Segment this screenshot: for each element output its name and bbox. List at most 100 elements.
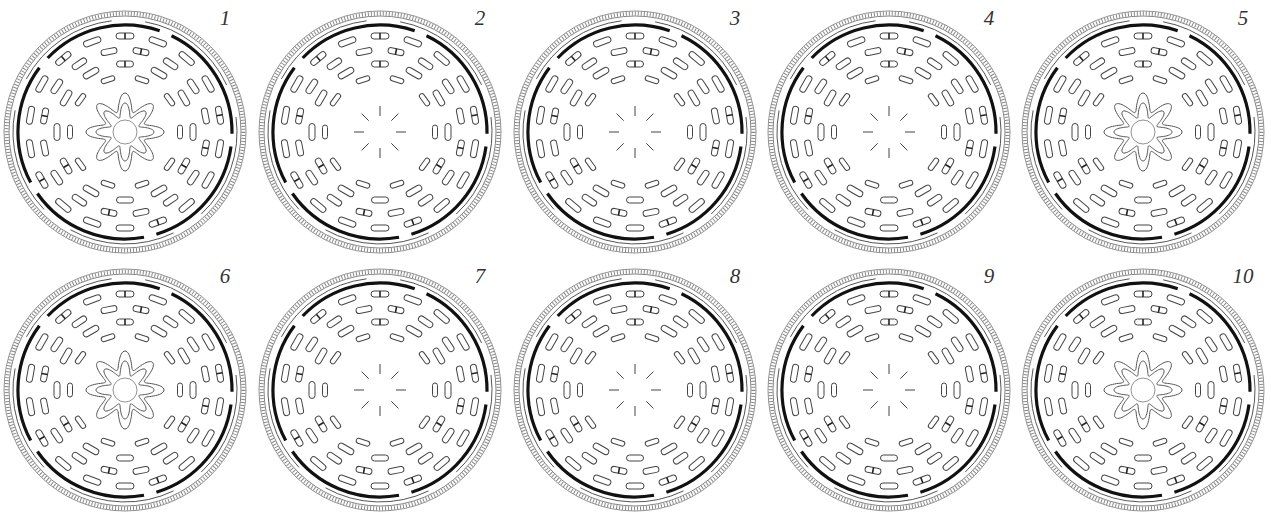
floral-part [950, 336, 964, 353]
floral-part [1068, 427, 1082, 444]
floral-part [1134, 291, 1152, 297]
floral-part [581, 57, 598, 71]
floral-part [1196, 383, 1201, 397]
floral-part [135, 75, 150, 84]
floral-part [965, 108, 974, 125]
floral-part [40, 108, 49, 125]
floral-part [584, 351, 596, 365]
floral-part [688, 455, 706, 471]
floral-part [660, 442, 678, 456]
floral-part [1119, 47, 1136, 56]
floral-part [818, 308, 836, 324]
floral-part [660, 324, 678, 338]
floral-part [627, 197, 644, 203]
floral-part [371, 291, 389, 297]
floral-part [1053, 75, 1067, 94]
floral-part [201, 333, 215, 352]
floral-part [700, 382, 706, 399]
floral-part [54, 382, 60, 399]
figure-number: 6 [220, 266, 231, 287]
floral-part [1180, 451, 1197, 465]
figure-number: 3 [730, 8, 741, 29]
floral-part [433, 455, 451, 471]
floral-part [611, 47, 628, 56]
floral-part [337, 442, 355, 456]
floral-part [1168, 324, 1186, 338]
floral-part [865, 305, 882, 314]
floral-part [912, 294, 931, 306]
floral-part [818, 382, 824, 399]
floral-part [150, 442, 168, 456]
floral-part [405, 66, 423, 80]
floral-part [432, 347, 446, 365]
floral-part [832, 125, 837, 139]
floral-part [643, 208, 660, 217]
floral-part [814, 336, 828, 353]
floral-part [1166, 216, 1185, 228]
floral-part [1166, 294, 1185, 306]
floral-part [215, 364, 224, 383]
floral-part [1181, 415, 1193, 429]
floral-part [536, 139, 545, 158]
floral-part [926, 315, 943, 329]
floral-part [804, 398, 813, 415]
floral-part [338, 294, 357, 306]
floral-part [725, 397, 734, 416]
floral-part [356, 466, 373, 475]
floral-part [560, 336, 574, 353]
floral-part [1119, 438, 1134, 447]
floral-part [178, 308, 196, 324]
figure-number: 1 [220, 8, 231, 29]
floral-part [897, 305, 914, 314]
floral-part [838, 415, 850, 429]
floral-part [432, 157, 446, 175]
floral-part [148, 36, 167, 48]
floral-part [804, 140, 813, 157]
floral-part [290, 333, 304, 352]
floral-part [309, 308, 327, 324]
floral-part [1135, 455, 1152, 461]
floral-part [163, 351, 175, 365]
floral-part [592, 324, 610, 338]
floral-part [814, 427, 828, 444]
floral-part [942, 308, 960, 324]
figure-number: 5 [1238, 8, 1249, 29]
floral-part [865, 75, 880, 84]
floral-part [880, 33, 898, 39]
floral-part [83, 36, 102, 48]
floral-part [323, 125, 328, 139]
floral-part [82, 184, 100, 198]
floral-part [1058, 140, 1067, 157]
floral-part [1208, 124, 1214, 141]
floral-part [281, 139, 290, 158]
floral-part [83, 474, 102, 486]
floral-part [645, 75, 660, 84]
floral-part [711, 171, 725, 190]
floral-part [101, 333, 116, 342]
floral-part [326, 193, 343, 207]
floral-part [314, 415, 328, 433]
floral-diagram [768, 11, 1010, 253]
floral-part [82, 324, 100, 338]
floral-part [290, 429, 304, 448]
floral-part [372, 319, 389, 325]
floral-part [372, 197, 389, 203]
floral-part [1196, 308, 1214, 324]
floral-part [658, 36, 677, 48]
floral-part [536, 397, 545, 416]
floral-part [1151, 47, 1168, 56]
floral-part [611, 305, 628, 314]
floral-part [950, 169, 964, 186]
floral-part [838, 351, 850, 365]
floral-part [1100, 66, 1118, 80]
floral-part [40, 398, 49, 415]
floral-part [295, 366, 304, 383]
floral-part [914, 442, 932, 456]
floral-part [790, 106, 799, 125]
floral-part [1166, 474, 1185, 486]
floral-part [403, 216, 422, 228]
floral-part [1196, 50, 1214, 66]
floral-part [148, 474, 167, 486]
floral-part [1058, 366, 1067, 383]
floral-part [1219, 366, 1228, 383]
